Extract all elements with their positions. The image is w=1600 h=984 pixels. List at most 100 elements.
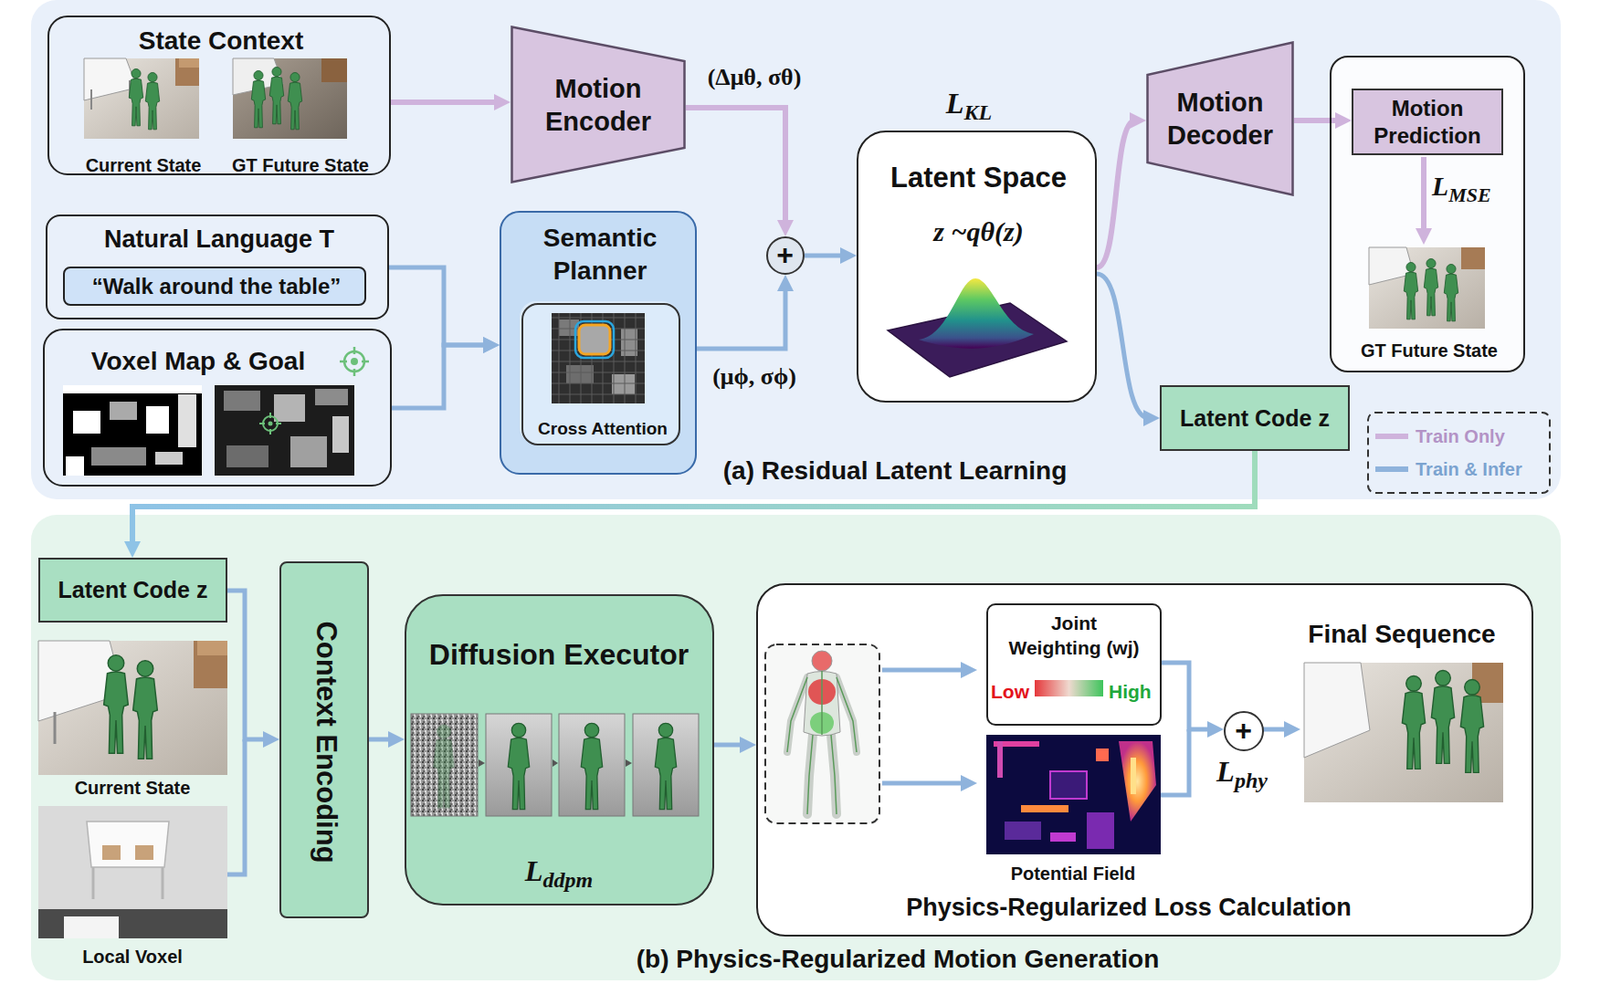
goal-map [315, 389, 348, 406]
text-slot: Voxel Map & Goal [61, 345, 336, 378]
goal-map [263, 416, 278, 432]
latent-code-box: Latent Code z [1159, 385, 1350, 452]
trapezoid-shape [1147, 42, 1294, 196]
legend-text: Train & Infer [1415, 456, 1523, 483]
scene-gt-future-right [1368, 247, 1485, 329]
text-label: (Δμθ, σθ) [704, 62, 806, 93]
text-slot: Local Voxel [41, 946, 224, 969]
text-slot: Lddpm [406, 857, 712, 895]
text-slot: Final Sequence [1287, 618, 1516, 651]
text-slot: Motion Encoder [517, 25, 679, 184]
scene-local-voxel [135, 845, 154, 861]
goal-map [226, 445, 269, 468]
box-fills [404, 55, 1534, 937]
text-slot: High [1108, 680, 1160, 705]
scene-gt-future-top [321, 58, 348, 83]
gaussian-surface [918, 278, 1034, 349]
goal-map [268, 421, 274, 427]
scene-current-state-top [84, 58, 200, 139]
text-slot: Latent Code z [1161, 387, 1348, 450]
text-label: (b) Physics-Regularized Motion Generatio… [636, 943, 1160, 976]
goal-map [290, 436, 327, 468]
text-label: “Walk around the table” [92, 273, 341, 301]
text-slot: Joint Weighting (wj) [1005, 610, 1143, 661]
prompt-box: “Walk around the table” [63, 266, 367, 306]
scene-final-sequence [1304, 663, 1504, 803]
legend-text: Train Only [1415, 423, 1506, 450]
scene-final-sequence [1460, 680, 1484, 774]
scene-current-state-top [84, 58, 200, 139]
scene-gt-future-right [1368, 247, 1485, 329]
scene-current-state-bottom [38, 641, 228, 776]
text-slot: GT Future State [1331, 339, 1527, 363]
goal-icon [344, 351, 365, 372]
legend-row: Train Only [1375, 423, 1506, 450]
text-label: Joint Weighting (wj) [1005, 610, 1143, 661]
text-label: Cross Attention [537, 418, 668, 441]
latent-code-box: Latent Code z [38, 557, 228, 623]
scene-gt-future-right [1443, 264, 1458, 322]
text-label: Voxel Map & Goal [91, 345, 306, 378]
attention-map [578, 325, 611, 355]
weight-bar [1034, 680, 1104, 697]
text-label: Latent Code z [58, 576, 209, 605]
text-slot: LMSE [1431, 173, 1520, 209]
legend-frame [1368, 412, 1550, 494]
goal-icon [350, 357, 358, 366]
scene-current-state-top [90, 89, 93, 110]
trapezoid-outline [510, 25, 686, 184]
panel-grounds [31, 515, 1561, 981]
attention-map [551, 313, 645, 404]
prediction-box: Motion Prediction [1351, 88, 1504, 156]
legend-frame [1368, 412, 1550, 494]
voxel-map [63, 385, 202, 394]
layout-arrows [1262, 727, 1290, 733]
layout-arrows [1421, 157, 1427, 234]
text-slot: (b) Physics-Regularized Motion Generatio… [578, 943, 1218, 976]
text-slot: Latent Space [858, 159, 1099, 196]
goal-icon [339, 347, 369, 377]
connector [132, 451, 1255, 548]
potential-field [1021, 805, 1069, 813]
text-label: + [1234, 713, 1253, 749]
input-box: Voxel Map & Goal [42, 328, 392, 487]
goal-map [273, 394, 306, 422]
layout-arrows [227, 739, 245, 875]
goal-icon [339, 347, 369, 377]
connector [1096, 120, 1136, 268]
potential-field [1118, 741, 1157, 822]
scene-gt-future-right [1423, 259, 1438, 316]
text-slot: Natural Language T [47, 223, 391, 255]
text-slot: Context Encoding [305, 563, 347, 921]
scene-current-state-bottom [53, 712, 57, 745]
text-label: z ~qθ(z) [933, 214, 1024, 250]
scene-current-state-bottom [133, 661, 158, 760]
connector [227, 590, 269, 740]
box-fills [856, 130, 1097, 403]
box-fills [519, 301, 679, 444]
connector [1096, 273, 1149, 419]
text-slot: Physics-Regularized Loss Calculation [809, 892, 1449, 924]
input-box: Natural Language T “Walk around the table… [45, 214, 390, 320]
diffusion-frames [485, 714, 552, 817]
text-label: Motion Prediction [1355, 94, 1500, 150]
text-label: Lddpm [525, 857, 593, 895]
text-label: Lphy [1216, 757, 1268, 795]
voxel-map [63, 385, 202, 476]
text-label: Final Sequence [1307, 618, 1495, 651]
text-label: GT Future State [1360, 339, 1498, 363]
attention-map [551, 313, 645, 404]
legend-swatch [1375, 466, 1409, 473]
text-label: High [1108, 680, 1152, 705]
text-slot: Current State [67, 154, 220, 178]
body-figure [765, 644, 880, 824]
scene-gt-future-top [287, 73, 302, 130]
scene-current-state-bottom [38, 641, 228, 776]
text-label: State Context [138, 24, 304, 57]
diffusion-frames [410, 714, 478, 817]
goal-map [332, 416, 349, 453]
potential-field [1086, 812, 1115, 850]
text-label: Latent Space [890, 159, 1067, 196]
